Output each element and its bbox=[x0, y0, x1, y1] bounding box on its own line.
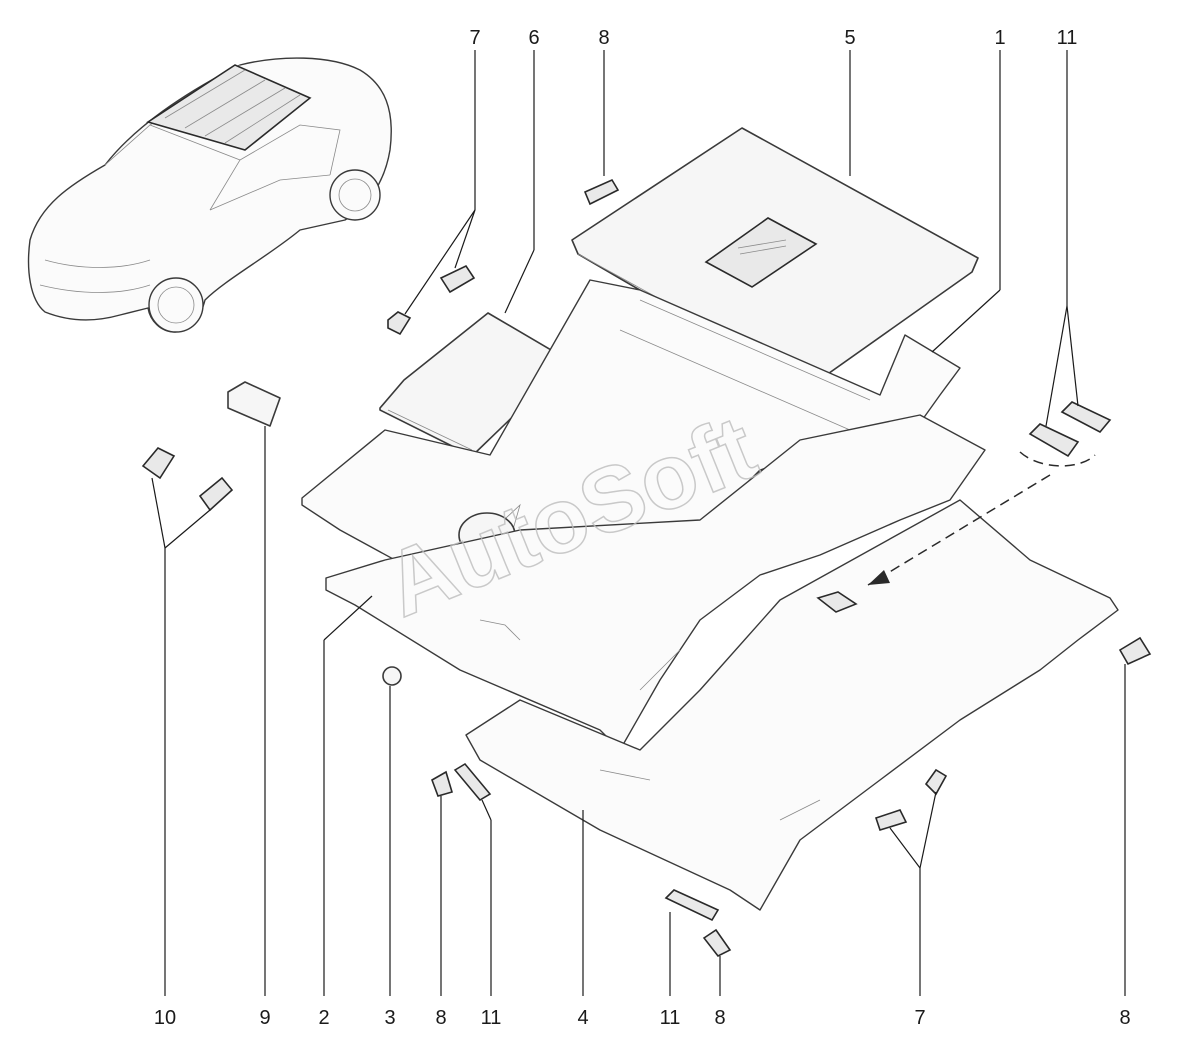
small-parts bbox=[141, 178, 1152, 958]
callout-number: 11 bbox=[1057, 27, 1078, 49]
callout-number: 8 bbox=[714, 1007, 725, 1029]
callouts-bottom: 10 9 2 3 8 11 4 11 8 7 8 bbox=[154, 1007, 1131, 1029]
leader-lines bbox=[151, 50, 1126, 996]
callout-number: 1 bbox=[994, 27, 1005, 49]
part-11-strip-bottom-b bbox=[664, 889, 720, 922]
part-11-strip-bottom-a bbox=[453, 762, 492, 802]
part-7-clip-top-b bbox=[439, 264, 476, 294]
car-overview-illustration bbox=[27, 57, 392, 333]
callout-number: 8 bbox=[1119, 1007, 1130, 1029]
callout-number: 9 bbox=[259, 1007, 270, 1029]
part-8-clip-top bbox=[583, 178, 620, 206]
part-11-strip-right-b bbox=[1060, 401, 1112, 434]
callout-number: 11 bbox=[660, 1007, 681, 1029]
assembly-direction-arrow bbox=[867, 451, 1096, 586]
part-2-headliner-frame bbox=[325, 414, 986, 751]
part-7-clip-bottom-a bbox=[874, 809, 908, 831]
part-4-headliner-main bbox=[465, 499, 1119, 911]
part-9-block bbox=[227, 381, 281, 427]
part-7-clip-top-a bbox=[387, 311, 412, 336]
part-7-clip-bottom-b bbox=[924, 768, 948, 796]
callout-number: 3 bbox=[384, 1007, 395, 1029]
callout-number: 2 bbox=[318, 1007, 329, 1029]
part-8-clip-right bbox=[1118, 636, 1152, 666]
part-10-clip-b bbox=[198, 476, 234, 512]
callout-number: 8 bbox=[435, 1007, 446, 1029]
callout-number: 6 bbox=[528, 27, 539, 49]
part-11-strip-right-a bbox=[1028, 423, 1080, 458]
callout-number: 4 bbox=[577, 1007, 588, 1029]
part-10-clip-a bbox=[141, 447, 176, 480]
part-3-fastener bbox=[382, 666, 402, 686]
part-8-clip-bottom-b bbox=[702, 928, 732, 958]
callout-number: 5 bbox=[844, 27, 855, 49]
callout-number: 7 bbox=[914, 1007, 925, 1029]
callout-number: 7 bbox=[469, 27, 480, 49]
callout-number: 8 bbox=[598, 27, 609, 49]
callouts-top: 7 6 8 5 1 11 bbox=[469, 27, 1077, 49]
callout-number: 11 bbox=[481, 1007, 502, 1029]
callout-number: 10 bbox=[154, 1007, 176, 1029]
part-8-clip-bottom-a bbox=[431, 770, 453, 797]
